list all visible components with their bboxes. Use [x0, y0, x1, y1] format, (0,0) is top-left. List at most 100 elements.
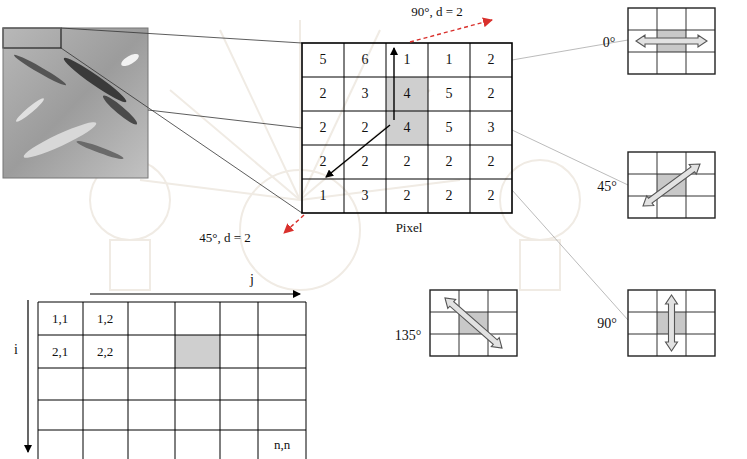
pixel-value: 1 [404, 53, 411, 67]
direction-arrow [410, 20, 492, 42]
leader-line [61, 48, 302, 213]
glcm-matrix [38, 302, 39, 459]
neighbourhood-box [430, 290, 517, 356]
leader-line [61, 28, 302, 43]
pixel-grid [302, 43, 512, 213]
pixel-value: 4 [404, 121, 411, 135]
watermark [299, 20, 301, 200]
leader-line [61, 28, 302, 213]
neighbourhood-box [657, 152, 658, 218]
offset-arrow [393, 48, 394, 120]
neighbourhood-box [430, 334, 517, 335]
texture-photo [75, 139, 124, 162]
neighbourhood-box [430, 312, 517, 313]
glcm-matrix [83, 302, 84, 459]
neighbourhood-box [636, 35, 707, 47]
glcm-matrix [306, 302, 307, 459]
pixel-value: 2 [320, 87, 327, 101]
watermark [140, 180, 300, 200]
grid-caption: Pixel [396, 221, 423, 234]
glcm-matrix [38, 302, 306, 459]
leader-line [512, 40, 628, 320]
matrix-index: n,n [274, 438, 290, 451]
glcm-matrix [220, 302, 221, 459]
pixel-value: 2 [488, 87, 495, 101]
neighbourhood-box [628, 196, 715, 197]
glcm-matrix [258, 302, 259, 459]
glcm-matrix [38, 368, 306, 369]
neighbourhood-box [686, 290, 687, 356]
pixel-value: 1 [320, 189, 327, 203]
texture-photo [21, 118, 99, 163]
glcm-matrix [38, 302, 306, 459]
axis-arrow [27, 300, 28, 452]
axis-arrow [28, 294, 300, 452]
axis-label: j [250, 273, 254, 287]
watermark [170, 90, 300, 200]
pixel-value: 2 [320, 155, 327, 169]
neighbourhood-box [686, 152, 687, 218]
angle-label: 45°, d = 2 [199, 231, 251, 244]
leader-line [148, 110, 302, 128]
axis-arrow [90, 293, 300, 294]
pixel-grid [428, 43, 429, 213]
glcm-matrix [175, 335, 220, 368]
texture-photo [14, 96, 45, 124]
leader-line [512, 190, 628, 320]
pixel-value: 2 [404, 155, 411, 169]
pixel-grid [302, 145, 512, 146]
neighbourhood-box [628, 30, 715, 31]
neighbourhood-box [628, 8, 715, 74]
pixel-value: 3 [488, 121, 495, 135]
neighbourhood-box [628, 152, 715, 218]
pixel-value: 2 [404, 189, 411, 203]
watermark [300, 30, 380, 200]
pixel-value: 2 [488, 155, 495, 169]
pixel-grid [302, 77, 512, 78]
pixel-grid [302, 111, 512, 112]
texture-photo [3, 28, 148, 178]
pixel-value: 2 [320, 121, 327, 135]
neighbourhood-box [628, 152, 715, 218]
direction-label: 45° [597, 180, 617, 194]
neighbourhood-box [657, 290, 658, 356]
neighbourhood-box [643, 164, 700, 206]
direction-box [430, 8, 715, 356]
neighbourhood-box [488, 290, 489, 356]
leader-line [512, 130, 628, 185]
pixel-grid [302, 43, 512, 213]
neighbourhood-box [666, 295, 678, 351]
texture-photo [61, 54, 129, 106]
direction-arrow [284, 20, 492, 233]
direction-label: 0° [603, 36, 616, 50]
glcm-matrix [175, 302, 176, 459]
watermark [90, 20, 580, 290]
matrix-index: 2,2 [97, 345, 113, 358]
pixel-value: 2 [488, 189, 495, 203]
neighbourhood-box [430, 290, 517, 356]
pixel-value: 2 [446, 189, 453, 203]
texture-photo [13, 52, 68, 87]
pixel-grid [302, 179, 512, 180]
neighbourhood-box [628, 174, 715, 175]
watermark [520, 240, 560, 290]
texture-photo [3, 28, 148, 178]
pixel-value: 2 [488, 53, 495, 67]
pixel-value: 6 [362, 53, 369, 67]
neighbourhood-box [628, 290, 715, 356]
pixel-value: 2 [362, 121, 369, 135]
matrix-index: 2,1 [52, 345, 68, 358]
offset-arrow [326, 125, 390, 177]
glcm-matrix [38, 302, 306, 303]
angle-label: 90°, d = 2 [411, 5, 463, 18]
pixel-value: 5 [446, 121, 453, 135]
watermark [110, 240, 150, 290]
pixel-grid [470, 43, 471, 213]
pixel-grid [302, 43, 512, 213]
pixel-value: 5 [320, 53, 327, 67]
neighbourhood-box [628, 52, 715, 53]
pixel-value: 2 [446, 155, 453, 169]
neighbourhood-box [445, 298, 502, 348]
